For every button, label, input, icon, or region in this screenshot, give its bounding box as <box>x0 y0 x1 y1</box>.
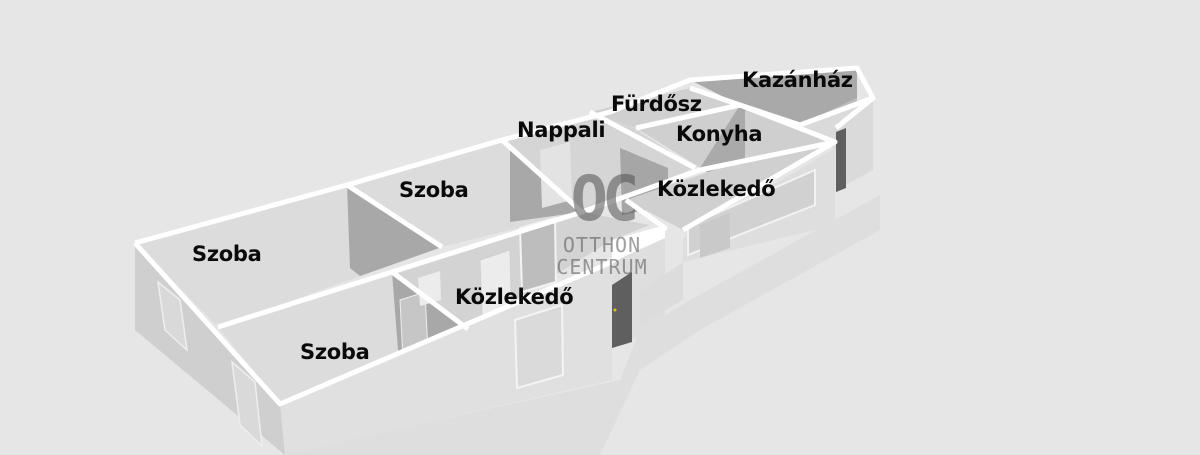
wall-tops <box>133 65 876 407</box>
room-label-kozlekedo-center: Közlekedő <box>455 285 574 309</box>
watermark-line2: CENTRUM <box>556 255 648 279</box>
watermark-logo: OC <box>570 162 640 235</box>
room-label-szoba-left-back: Szoba <box>192 242 262 266</box>
room-label-furdoszoba: Fürdősz <box>611 92 702 116</box>
room-label-szoba-center: Szoba <box>399 178 469 202</box>
room-label-kazanhaz: Kazánház <box>742 68 853 92</box>
floor-nappali <box>502 112 695 212</box>
room-label-nappali: Nappali <box>517 118 606 142</box>
floor-kozlekedo-right <box>626 142 835 230</box>
room-label-konyha: Konyha <box>676 122 763 146</box>
floor-kazanhaz <box>690 68 857 125</box>
room-label-kozlekedo-right: Közlekedő <box>657 177 776 201</box>
otthon-centrum-watermark: OC OTTHON CENTRUM <box>556 150 648 310</box>
floor-furdoszoba <box>590 88 740 128</box>
watermark-line1: OTTHON <box>562 233 642 257</box>
room-label-szoba-left-front: Szoba <box>300 340 370 364</box>
